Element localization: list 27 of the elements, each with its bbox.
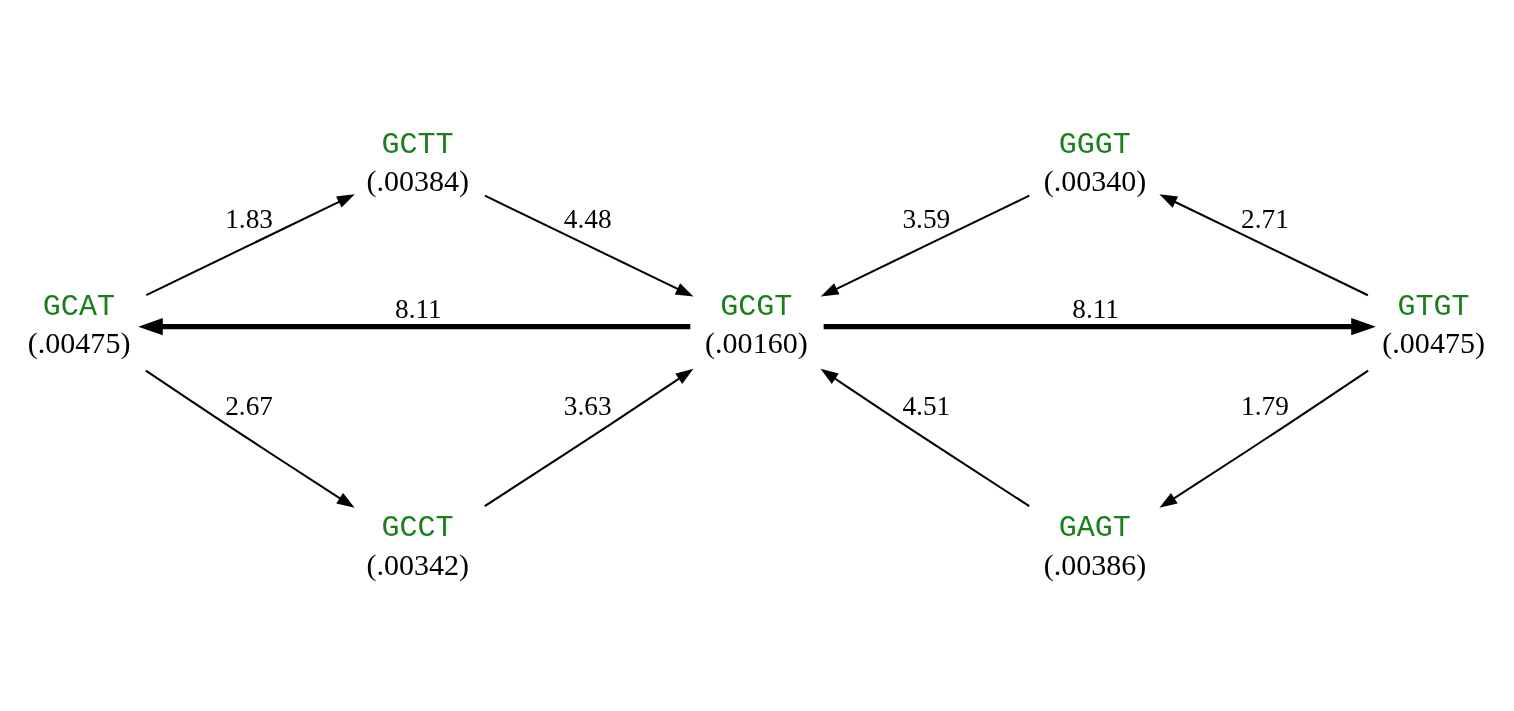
- arrow: [823, 317, 1376, 335]
- edge-label: 3.59: [902, 203, 951, 234]
- edge-label: 1.83: [225, 203, 273, 234]
- node-text: GAGT (.00386): [1043, 510, 1147, 581]
- arrow: [484, 368, 694, 507]
- edge-label: 4.51: [902, 390, 951, 421]
- arrow: [1159, 369, 1369, 508]
- arrow: [820, 194, 1030, 296]
- edge-label: 1.79: [1241, 390, 1289, 421]
- arrow: [138, 317, 691, 335]
- edge-label: 8.11: [1072, 293, 1120, 324]
- node-text: GCCT (.00342): [366, 510, 470, 581]
- node-text: GGGT (.00340): [1043, 127, 1147, 197]
- edge-label: 4.48: [563, 203, 612, 234]
- arrow: [484, 194, 694, 297]
- arrow: [145, 193, 355, 296]
- arrow: [145, 369, 355, 508]
- arrow: [820, 368, 1030, 507]
- edge-label: 2.67: [225, 390, 273, 421]
- node-text: GCGT (.00160): [705, 289, 808, 359]
- node-text: GTGT (.00475): [1382, 289, 1485, 359]
- edge-label: 3.63: [563, 390, 612, 421]
- edge-label: 8.11: [394, 293, 442, 324]
- arrow: [1159, 193, 1369, 296]
- node-text: GCTT (.00384): [366, 127, 470, 197]
- edge-label: 2.71: [1241, 203, 1289, 234]
- node-text: GCAT (.00475): [27, 289, 131, 359]
